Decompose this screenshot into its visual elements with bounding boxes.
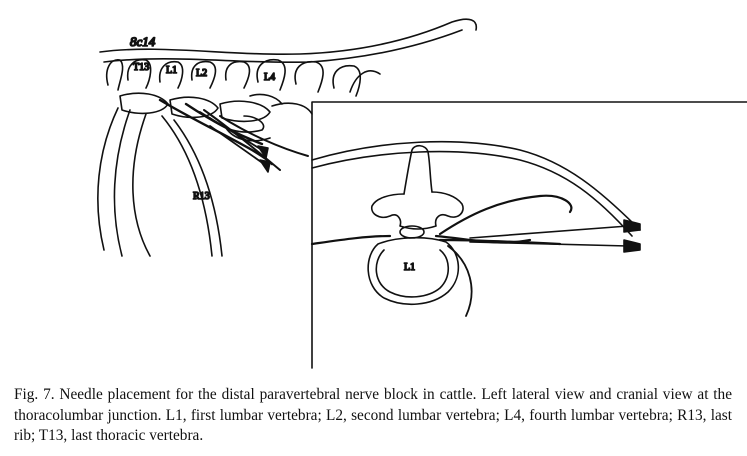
spinous-process: [126, 58, 152, 89]
transverse-process: [249, 93, 283, 105]
inset-skin-line-inner: [311, 150, 633, 237]
vertebral-body-l1: [367, 236, 460, 306]
dorsal-skin-inner: [103, 29, 463, 64]
spinous-process: [349, 70, 381, 93]
handwritten-mark: 8c14: [130, 34, 156, 49]
vertebral-body: [119, 92, 169, 115]
label-l4: L4: [264, 72, 275, 83]
vertebral-arch: [370, 191, 464, 230]
spinous-process: [224, 60, 251, 89]
needle-hub-cranial: [623, 219, 641, 233]
label-l1-cross-section: L1: [404, 262, 415, 273]
label-t13: T13: [133, 62, 149, 73]
cranial-view-inset: [310, 101, 747, 369]
spinous-process: [190, 60, 217, 89]
rib: [113, 109, 131, 257]
vertebral-body-l1-inner: [375, 249, 450, 298]
label-l1: L1: [166, 65, 177, 76]
needle-hub: [257, 145, 269, 159]
needle-hub-cranial: [623, 239, 641, 253]
spinal-canal: [399, 225, 425, 239]
inset-frame: [311, 101, 747, 369]
nerve-cranial: [447, 245, 473, 317]
label-r13: R13: [193, 191, 210, 202]
spinous-process: [294, 60, 324, 93]
lateral-view: [97, 18, 478, 257]
vertebral-body: [169, 96, 219, 119]
spinous-process: [332, 64, 362, 97]
anatomy-illustration: 8c14 T13 L1 L2 L4 R13 L1: [97, 18, 747, 369]
figure-caption: Fig. 7. Needle placement for the distal …: [14, 386, 732, 444]
inset-skin-line: [311, 140, 641, 231]
needle: [199, 111, 263, 151]
dorsal-skin-line: [99, 18, 478, 56]
needle-hub: [259, 159, 271, 173]
needle-cranial: [469, 225, 629, 247]
rib-r13-inner: [173, 119, 223, 257]
rib: [132, 113, 151, 257]
nerve-cranial: [438, 194, 573, 236]
spinous-process: [158, 60, 184, 89]
nerve: [219, 115, 309, 157]
spinous-process-cranial: [403, 144, 433, 195]
vertebral-body: [219, 100, 271, 123]
needle: [209, 125, 265, 165]
label-l2: L2: [196, 68, 207, 79]
vertebral-body: [271, 102, 313, 115]
rib: [97, 107, 119, 251]
spinous-process: [256, 58, 286, 91]
spinous-process: [105, 59, 124, 91]
rib-r13: [161, 115, 213, 257]
nerve: [203, 109, 281, 171]
